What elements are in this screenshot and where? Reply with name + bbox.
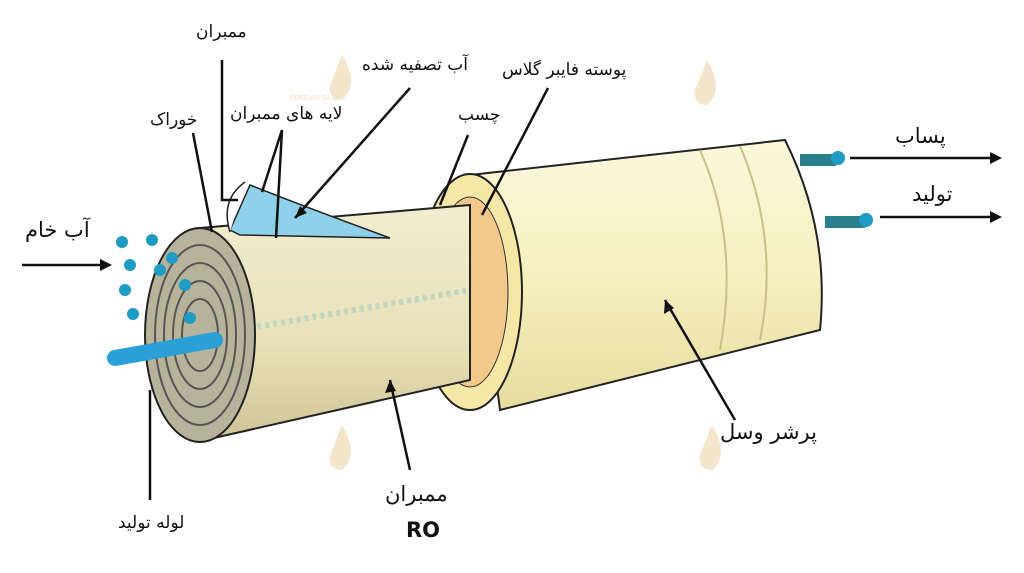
label-membrane: ممبران bbox=[196, 22, 247, 42]
label-fiberglass-shell: پوسته فایبر گلاس bbox=[502, 60, 627, 80]
svg-text:PERSIAN GULF: PERSIAN GULF bbox=[290, 94, 341, 102]
label-product-tube: لوله تولید bbox=[118, 513, 185, 533]
label-raw-water: آب خام bbox=[25, 218, 90, 242]
label-membrane-layers: لایه های ممبران bbox=[230, 104, 343, 124]
label-ro-membrane: ممبران bbox=[385, 482, 448, 506]
label-permeate-water: آب تصفیه شده bbox=[362, 55, 468, 75]
feed-drops bbox=[116, 234, 196, 324]
pressure-vessel bbox=[417, 138, 823, 412]
product-tube bbox=[107, 332, 223, 366]
membrane-roll bbox=[144, 181, 471, 443]
product-outlet bbox=[825, 216, 865, 228]
water-drop-icon bbox=[859, 213, 873, 227]
label-product: تولید bbox=[912, 182, 953, 206]
label-concentrate: پساب bbox=[895, 124, 946, 148]
label-feed: خوراک bbox=[150, 110, 198, 130]
label-glue: چسب bbox=[458, 105, 501, 125]
concentrate-outlet bbox=[800, 154, 836, 166]
pointer-lines bbox=[22, 60, 995, 500]
label-pressure-vessel: پرشر وسل bbox=[720, 420, 817, 444]
arrowheads bbox=[100, 152, 1002, 393]
label-ro: RO bbox=[406, 518, 441, 542]
water-drop-icon bbox=[831, 151, 845, 165]
